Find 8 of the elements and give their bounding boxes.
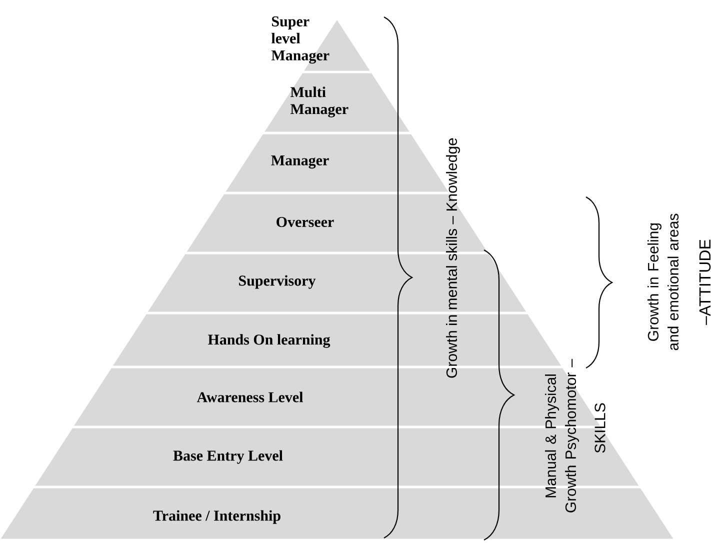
brace-label: Growth in mental skills – Knowledge: [446, 138, 460, 378]
node-label: Super level: [272, 16, 310, 44]
pyramid-band: Super level Manager: [271, 16, 370, 71]
brace-label: SKILLS: [594, 403, 606, 453]
pyramid-band: Multi Manager: [264, 73, 410, 132]
brace-label: Growth in Feeling and emotional areas: [648, 214, 679, 350]
brace-label: Manual & Physical Growth Psychomotor –: [545, 358, 579, 512]
brace-label: –ATTITUDE: [699, 240, 711, 325]
